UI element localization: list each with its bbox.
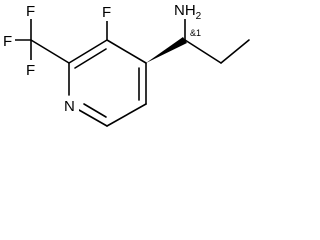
amine-label: NH2	[174, 2, 202, 22]
bond-c6-n	[78, 109, 108, 127]
amine-label-subscript: 2	[196, 11, 202, 22]
wedge-bond-c4-ch	[146, 37, 187, 63]
stereo-label: &1	[190, 28, 201, 38]
atom-labels: F F F F N NH2 &1	[0, 0, 202, 115]
pyridine-ring	[68, 39, 147, 127]
bond-c6-n-inner	[83, 103, 107, 118]
bond-c5-c6	[106, 103, 147, 127]
bond-c2-cf3	[30, 39, 70, 64]
bond-ch-ch2	[184, 39, 222, 64]
ring-nitrogen-label: N	[64, 98, 75, 115]
amine-label-main: NH	[174, 2, 196, 19]
ring-fluorine-label: F	[102, 4, 111, 21]
bond-c3-c4	[106, 39, 147, 64]
bond-c2-c3-inner	[74, 48, 107, 69]
bond-ch2-ch3	[220, 39, 250, 64]
molecule-structure: F F F F N NH2 &1	[0, 0, 250, 127]
bond-c2-c3	[68, 39, 108, 64]
cf3-fluorine-bottom-label: F	[26, 62, 35, 79]
substituent-bonds	[13, 17, 250, 64]
cf3-fluorine-left-label: F	[3, 33, 12, 50]
cf3-fluorine-top-label: F	[26, 3, 35, 20]
